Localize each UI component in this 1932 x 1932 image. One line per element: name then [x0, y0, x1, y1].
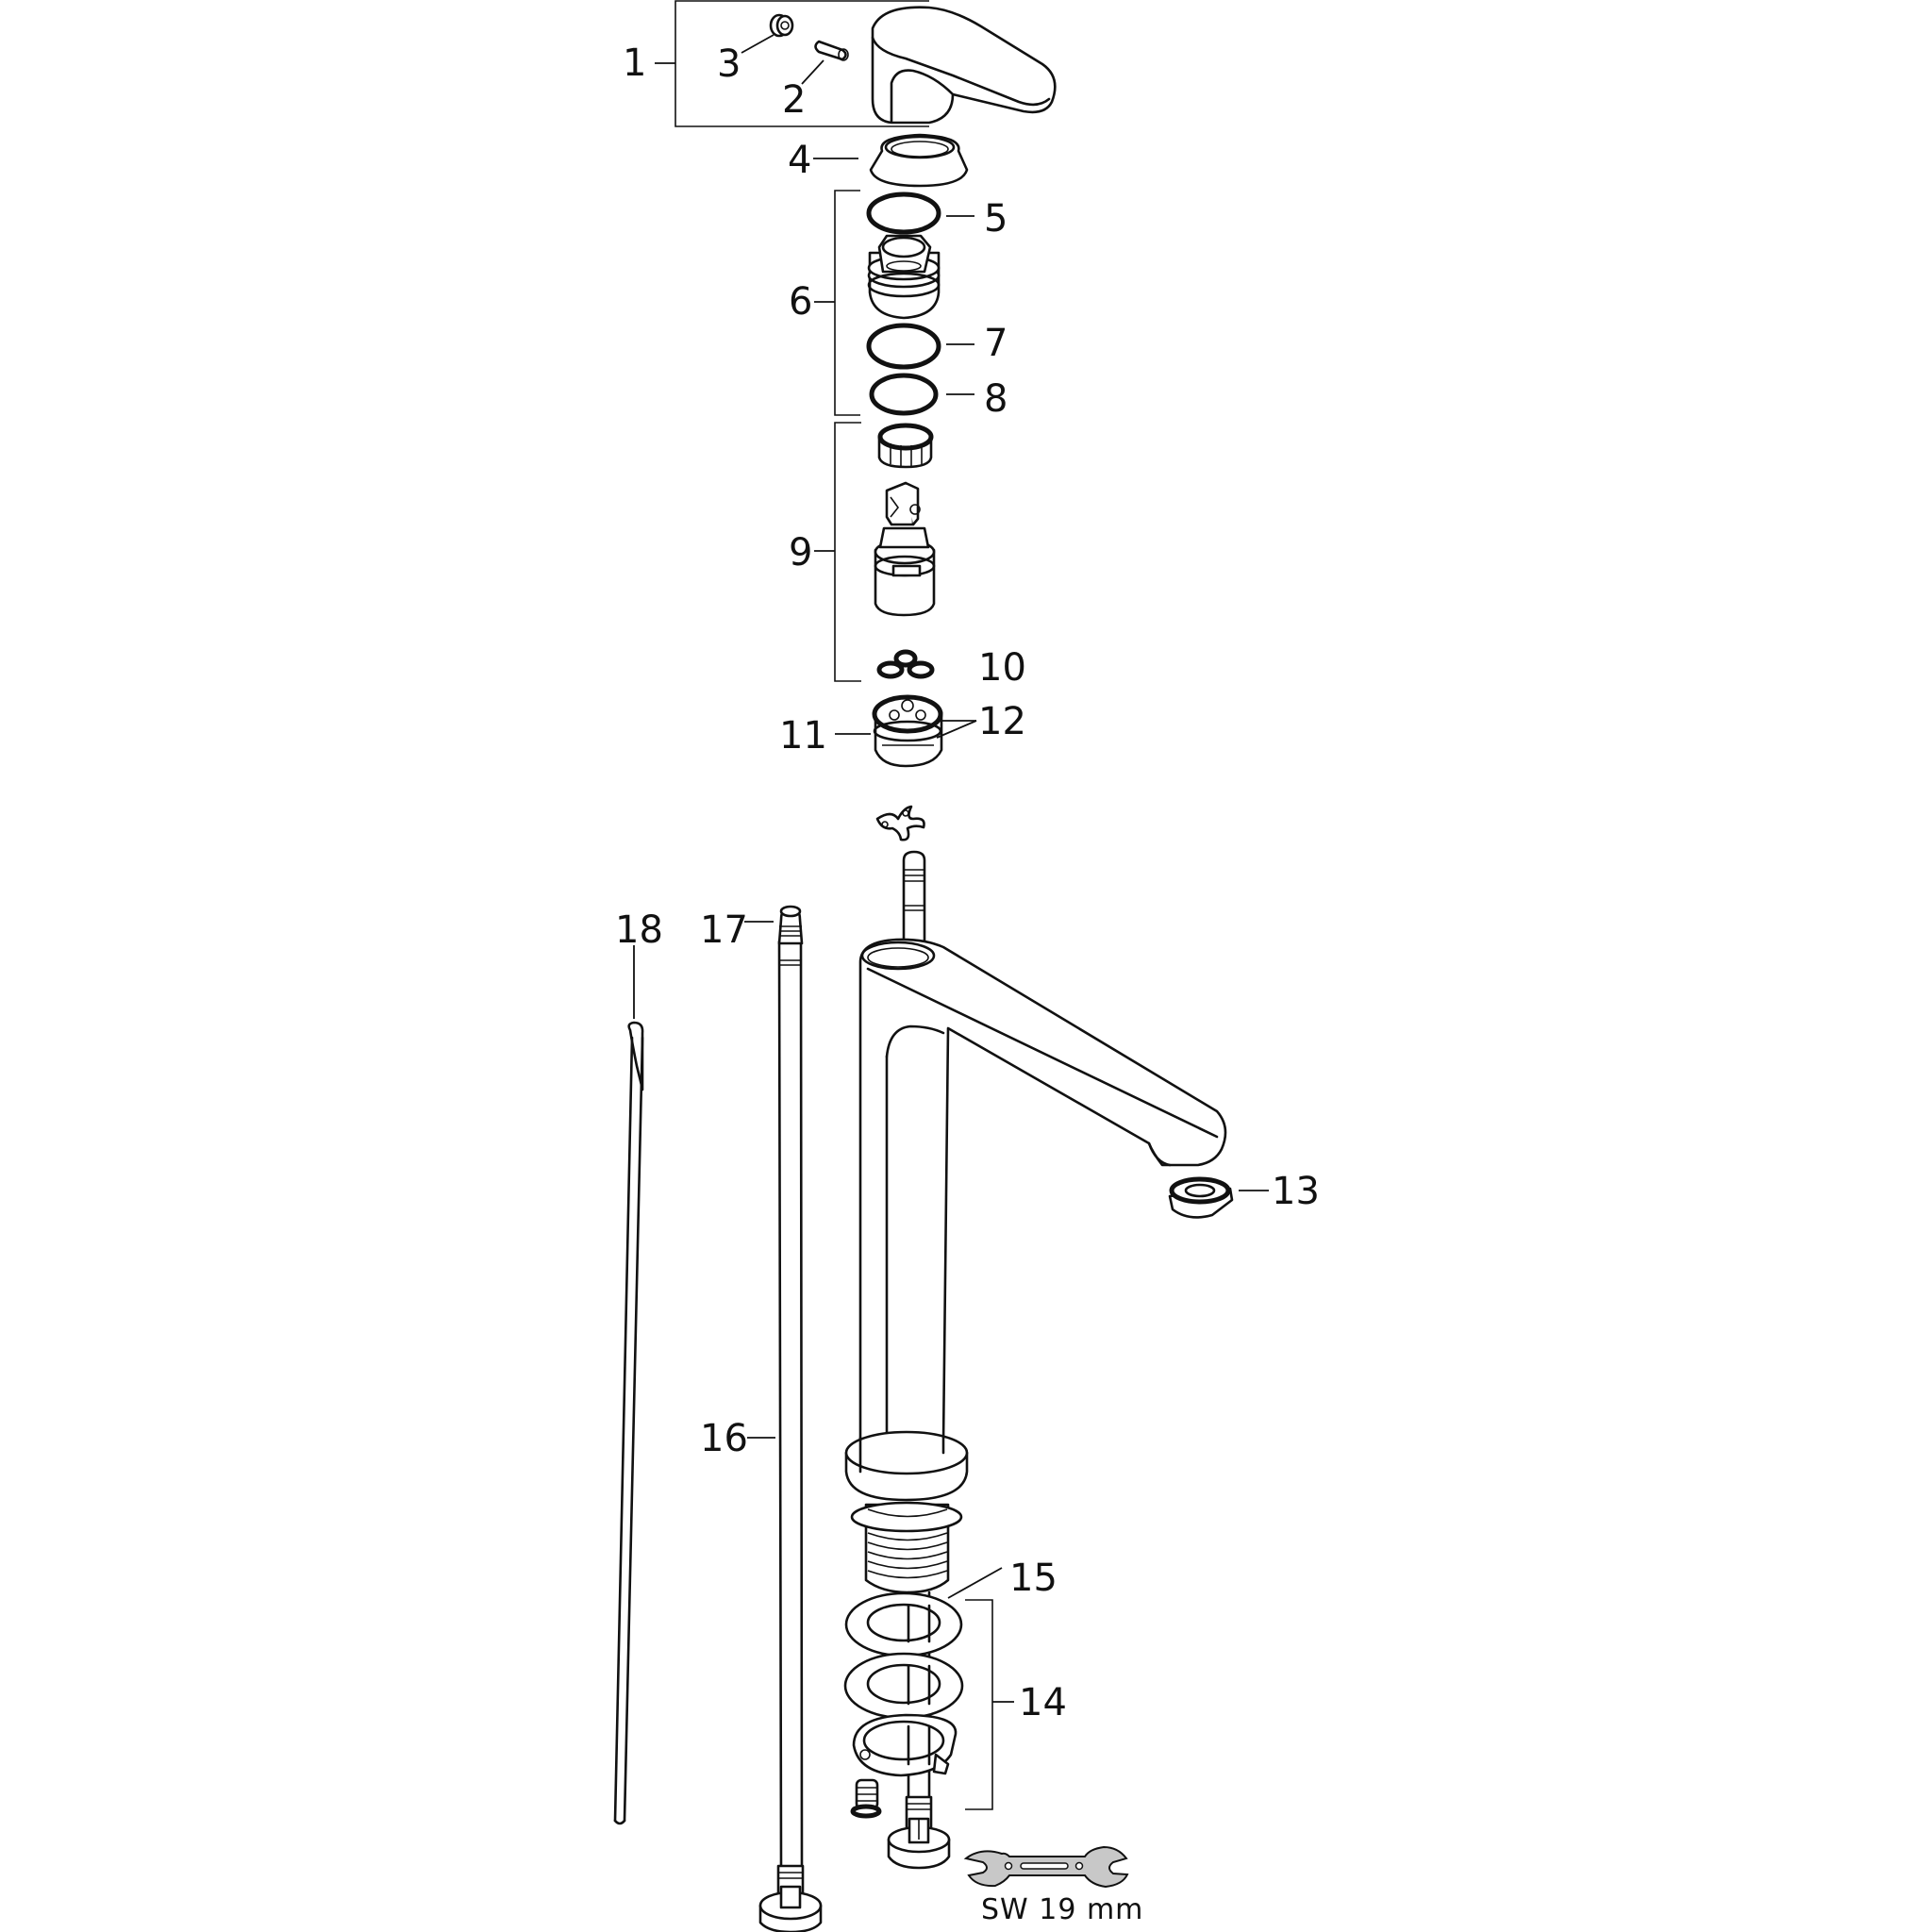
- part-10-triple-seal: [876, 649, 935, 679]
- callout-10: 10: [978, 646, 1026, 690]
- callout-4: 4: [788, 139, 812, 182]
- wrench-size-label: SW 19 mm: [981, 1893, 1144, 1926]
- callout-5: 5: [984, 197, 1008, 241]
- part-9-cartridge: [874, 481, 936, 617]
- hose-nut-center: [887, 1795, 951, 1870]
- part-8-o-ring: [869, 373, 974, 416]
- callout-2: 2: [782, 78, 807, 122]
- bracket-6: [814, 190, 860, 416]
- callout-9: 9: [789, 531, 813, 575]
- callout-16: 16: [700, 1417, 748, 1460]
- part-13-aerator: [1168, 1176, 1269, 1219]
- bracket-14: [965, 1599, 1014, 1810]
- callout-8: 8: [984, 377, 1008, 421]
- part-17-hose-end: [744, 905, 804, 966]
- callout-6: 6: [789, 280, 813, 324]
- part-14-washer: [843, 1652, 964, 1720]
- part-5-o-ring: [866, 192, 974, 235]
- callout-12: 12: [978, 700, 1026, 743]
- callout-1: 1: [623, 42, 647, 85]
- callout-14: 14: [1019, 1681, 1067, 1724]
- part-18-pull-rod: [613, 945, 644, 1825]
- part-2-set-screw: [801, 40, 849, 85]
- hose-bottom-nut: [758, 1864, 823, 1932]
- part-16-connection-hose: [747, 940, 804, 1870]
- part-14-screw: [850, 1778, 882, 1819]
- part-11-adapter: [835, 694, 977, 768]
- part-14-mounting-plate: [852, 1713, 958, 1777]
- part-6-hex-nut: [867, 234, 941, 320]
- part-3-cap-plug: [741, 13, 794, 54]
- callout-13: 13: [1272, 1170, 1320, 1213]
- callout-7: 7: [984, 322, 1008, 365]
- callout-11: 11: [779, 714, 827, 758]
- part-9-retaining-ring: [877, 423, 934, 469]
- wrench-icon: [963, 1845, 1129, 1889]
- callout-18: 18: [615, 908, 663, 952]
- callout-15: 15: [1009, 1557, 1058, 1600]
- callout-17: 17: [700, 908, 748, 952]
- star-washer: [875, 805, 925, 841]
- bracket-9: [814, 422, 861, 682]
- faucet-base: [844, 1430, 969, 1594]
- callout-3: 3: [717, 42, 741, 86]
- faucet-body: [858, 850, 1227, 1445]
- part-1-lever-handle: [871, 6, 1057, 125]
- part-4-cover-ring: [813, 133, 969, 188]
- part-7-o-ring: [866, 323, 974, 370]
- bracket-1: [655, 0, 929, 127]
